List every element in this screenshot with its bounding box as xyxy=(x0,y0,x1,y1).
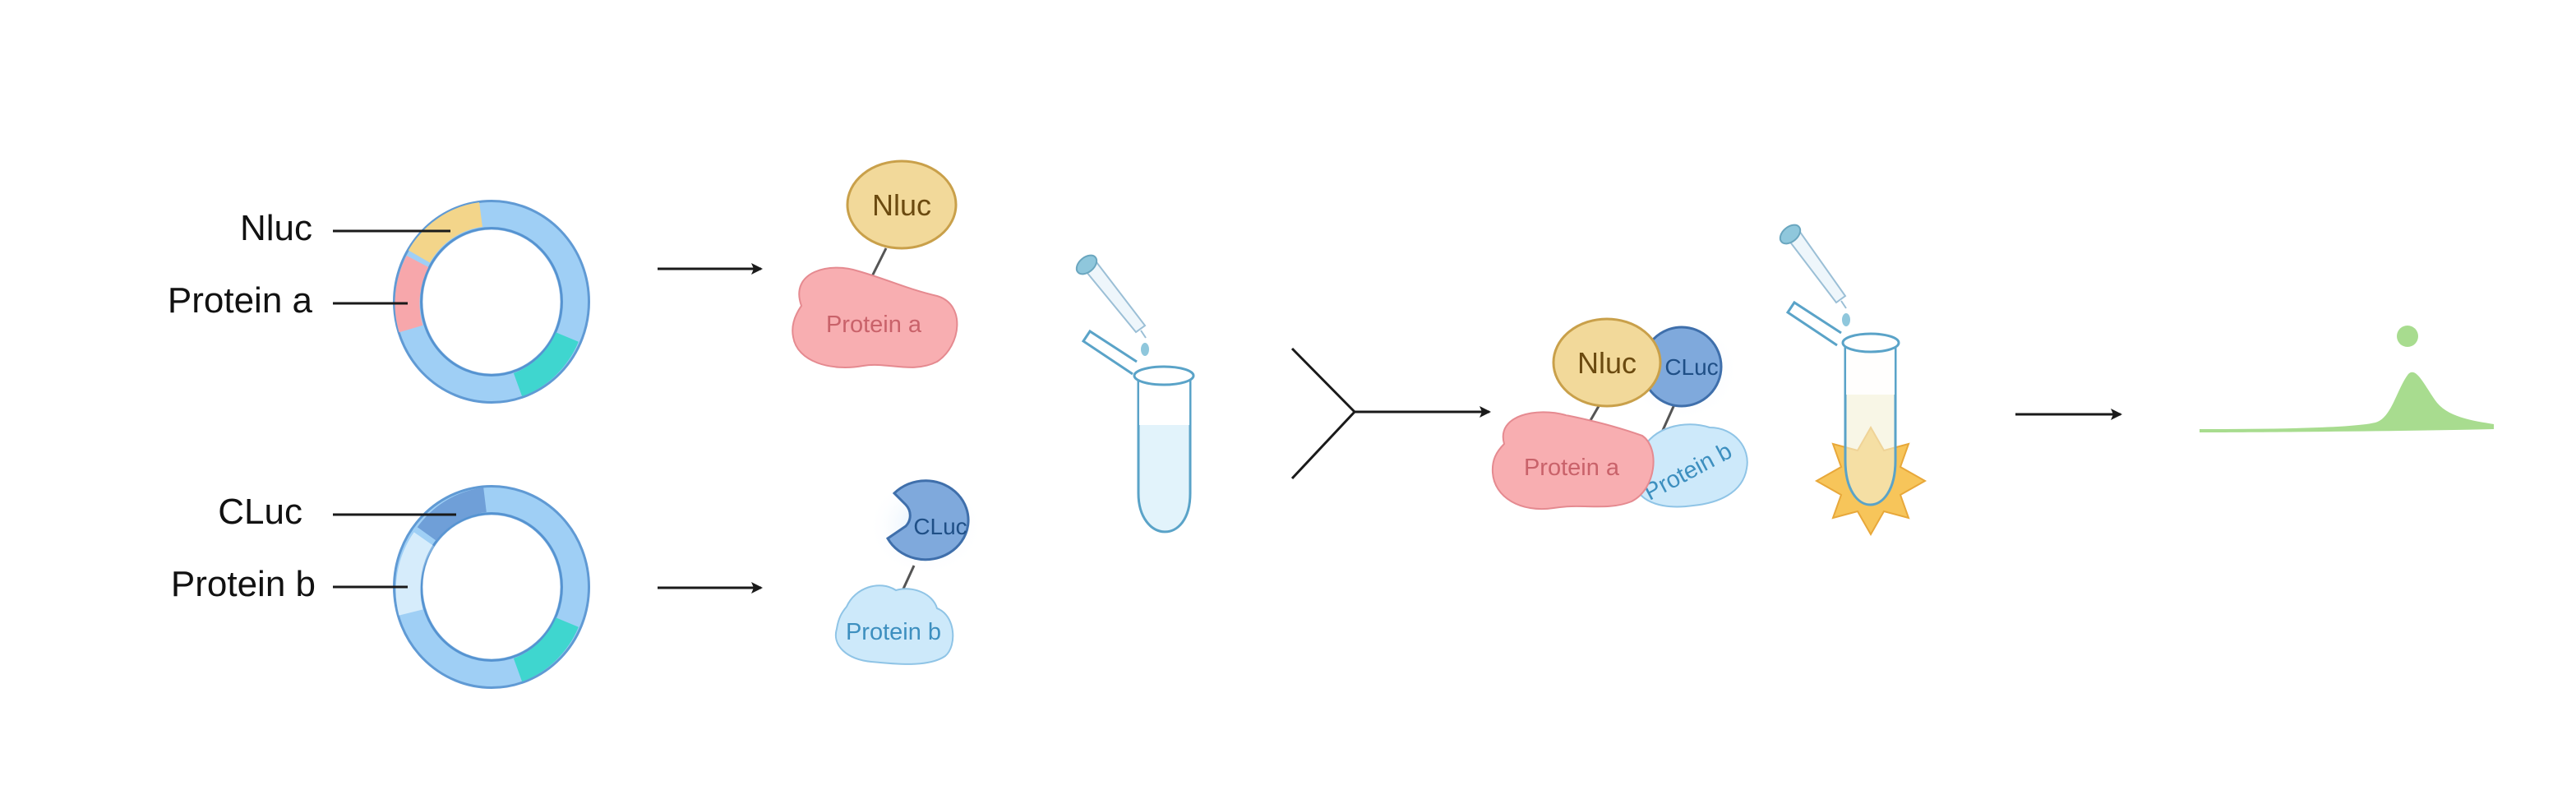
nluc-ball xyxy=(846,159,958,250)
protein-b-plasmid-label: Protein b xyxy=(171,564,316,604)
protein-b-segment xyxy=(395,532,435,616)
pipette-1 xyxy=(1075,254,1149,356)
merge-arrow xyxy=(1290,347,1491,480)
cluc-ball xyxy=(886,479,970,561)
nluc-plasmid-label: Nluc xyxy=(240,208,312,248)
nluc-ball-label: Nluc xyxy=(872,188,931,222)
protein-a-blob-label: Protein a xyxy=(826,312,922,338)
plasmid-a xyxy=(393,200,590,404)
tube-2 xyxy=(1785,300,1900,506)
protein-b-blob-label: Protein b xyxy=(846,619,941,645)
fusion-protein-a: Protein a Nluc xyxy=(792,159,958,368)
tube-1 xyxy=(1081,329,1195,534)
nluc-complex-ball xyxy=(1552,317,1662,408)
nluc-segment xyxy=(408,202,483,263)
nluc-complex-label: Nluc xyxy=(1577,346,1637,380)
cluc-complex-label: CLuc xyxy=(1664,354,1718,380)
protein-a-segment xyxy=(395,256,429,333)
protein-b-blob xyxy=(834,584,954,665)
plasmid-b xyxy=(393,485,590,689)
teal-segment xyxy=(513,331,579,397)
signal-peak xyxy=(2200,326,2494,432)
protein-a-complex-label: Protein a xyxy=(1524,455,1620,481)
protein-a-complex-blob xyxy=(1491,411,1655,510)
pipette-2 xyxy=(1779,224,1850,326)
fusion-protein-b: Protein b CLuc xyxy=(834,477,983,665)
cluc-plasmid-label: CLuc xyxy=(218,492,302,532)
protein-complex: Protein b Protein a CLuc Nluc xyxy=(1491,317,1748,510)
protein-a-plasmid-label: Protein a xyxy=(168,280,313,321)
teal-segment-b xyxy=(513,617,579,682)
cluc-segment xyxy=(417,487,487,543)
cluc-ball-label: CLuc xyxy=(913,514,967,539)
protein-a-blob xyxy=(792,266,958,368)
